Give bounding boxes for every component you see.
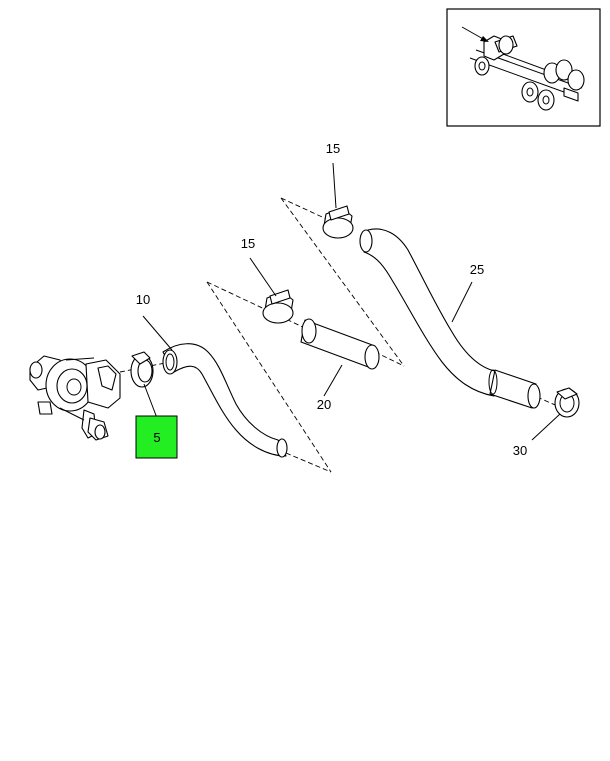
turbocharger-icon (29, 355, 121, 441)
callout-15-lower[interactable]: 15 (241, 236, 255, 251)
callout-15-upper[interactable]: 15 (326, 141, 340, 156)
hose-clamp-15-upper (322, 205, 354, 239)
highlighted-callout-5[interactable]: 5 (135, 415, 178, 459)
hose-25 (359, 228, 541, 409)
hose-clamp-30 (554, 387, 580, 418)
callout-labels: 10 15 15 20 25 30 (136, 141, 527, 458)
callout-30[interactable]: 30 (513, 443, 527, 458)
hose-clamp-15-lower (262, 289, 294, 324)
callout-10[interactable]: 10 (136, 292, 150, 307)
locator-inset (446, 8, 601, 127)
straight-hose-20 (300, 318, 380, 370)
callout-25[interactable]: 25 (470, 262, 484, 277)
hose-clamp-5 (130, 351, 154, 388)
callout-5: 5 (153, 430, 160, 445)
leader-lines (142, 162, 561, 441)
highlight-box (135, 415, 178, 459)
truck-chassis-locator-icon (461, 26, 585, 111)
callout-20[interactable]: 20 (317, 397, 331, 412)
hose-10 (162, 343, 288, 458)
